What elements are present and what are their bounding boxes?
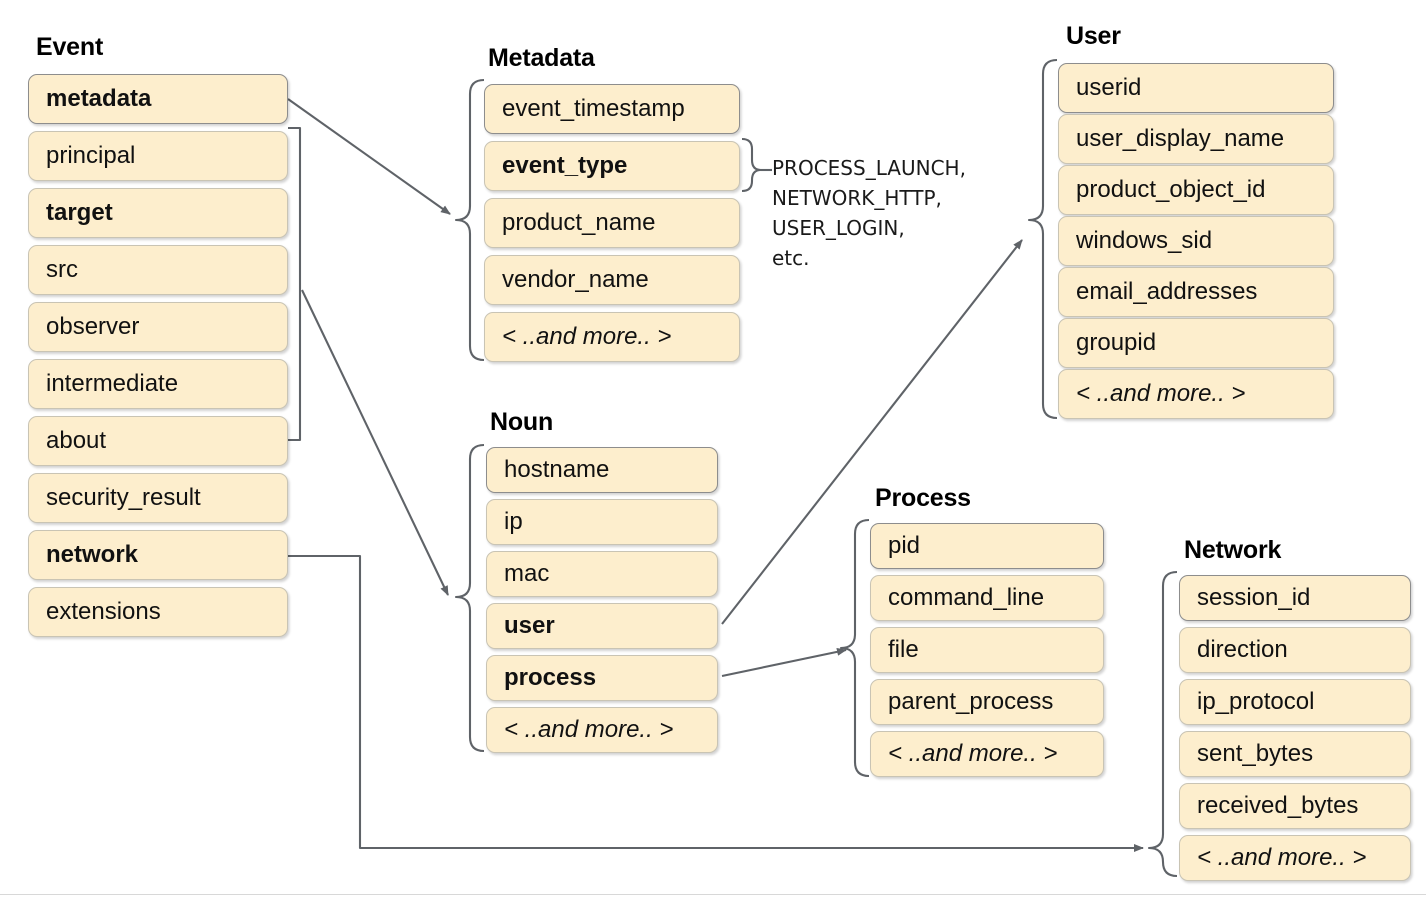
field-event-metadata[interactable]: metadata (28, 74, 288, 124)
edge-metadata-to-metadata-group (287, 98, 451, 215)
brace-network (1147, 570, 1178, 878)
field-event-observer[interactable]: observer (28, 302, 288, 352)
field-event-intermediate[interactable]: intermediate (28, 359, 288, 409)
brace-metadata (454, 78, 485, 362)
field-process-command-line[interactable]: command_line (870, 575, 1104, 621)
field-event-network[interactable]: network (28, 530, 288, 580)
field-metadata-event-type[interactable]: event_type (484, 141, 740, 191)
field-metadata-product-name[interactable]: product_name (484, 198, 740, 248)
field-user-userid[interactable]: userid (1058, 63, 1334, 113)
field-process-parent-process[interactable]: parent_process (870, 679, 1104, 725)
field-user-windows-sid[interactable]: windows_sid (1058, 216, 1334, 266)
group-title-metadata: Metadata (488, 44, 595, 72)
field-process-pid[interactable]: pid (870, 523, 1104, 569)
group-title-noun: Noun (490, 408, 554, 436)
brace-user (1027, 58, 1058, 420)
field-noun-user[interactable]: user (486, 603, 718, 649)
field-event-src[interactable]: src (28, 245, 288, 295)
group-title-event: Event (36, 33, 104, 61)
field-event-security-result[interactable]: security_result (28, 473, 288, 523)
edge-noun-process-to-process-group (721, 647, 847, 678)
field-user-user-display-name[interactable]: user_display_name (1058, 114, 1334, 164)
field-network-sent-bytes[interactable]: sent_bytes (1179, 731, 1411, 777)
field-network-received-bytes[interactable]: received_bytes (1179, 783, 1411, 829)
field-noun-mac[interactable]: mac (486, 551, 718, 597)
field-event-principal[interactable]: principal (28, 131, 288, 181)
field-noun-hostname[interactable]: hostname (486, 447, 718, 493)
field-process-and-more[interactable]: < ..and more.. > (870, 731, 1104, 777)
field-event-about[interactable]: about (28, 416, 288, 466)
field-user-product-object-id[interactable]: product_object_id (1058, 165, 1334, 215)
bracket-event-nouns (288, 126, 302, 442)
field-user-and-more[interactable]: < ..and more.. > (1058, 369, 1334, 419)
annotation-event-type-values: PROCESS_LAUNCH, NETWORK_HTTP, USER_LOGIN… (772, 156, 966, 270)
field-noun-and-more[interactable]: < ..and more.. > (486, 707, 718, 753)
field-metadata-event-timestamp[interactable]: event_timestamp (484, 84, 740, 134)
field-network-session-id[interactable]: session_id (1179, 575, 1411, 621)
field-network-ip-protocol[interactable]: ip_protocol (1179, 679, 1411, 725)
edge-nouns-to-noun-group (301, 289, 449, 596)
brace-event-type (741, 137, 763, 193)
brace-noun (454, 443, 485, 753)
field-user-email-addresses[interactable]: email_addresses (1058, 267, 1334, 317)
group-title-network: Network (1184, 536, 1282, 564)
field-metadata-and-more[interactable]: < ..and more.. > (484, 312, 740, 362)
field-noun-ip[interactable]: ip (486, 499, 718, 545)
field-network-direction[interactable]: direction (1179, 627, 1411, 673)
field-event-extensions[interactable]: extensions (28, 587, 288, 637)
field-noun-process[interactable]: process (486, 655, 718, 701)
field-metadata-vendor-name[interactable]: vendor_name (484, 255, 740, 305)
field-process-file[interactable]: file (870, 627, 1104, 673)
group-title-user: User (1066, 22, 1121, 50)
field-event-target[interactable]: target (28, 188, 288, 238)
field-network-and-more[interactable]: < ..and more.. > (1179, 835, 1411, 881)
bottom-divider (0, 894, 1426, 895)
brace-process (839, 518, 870, 778)
field-user-groupid[interactable]: groupid (1058, 318, 1334, 368)
group-title-process: Process (875, 484, 971, 512)
